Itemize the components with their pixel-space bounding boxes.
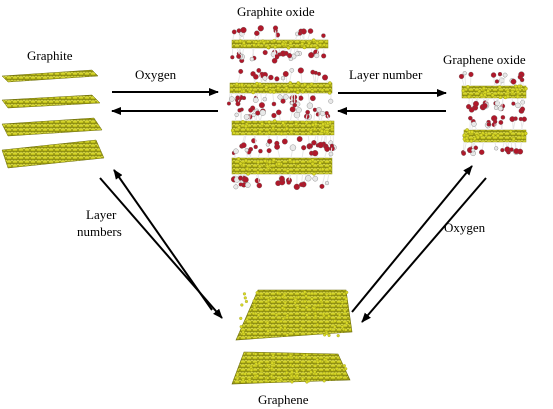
graphite-sheet bbox=[1, 94, 101, 109]
layer-numbers-label-line1: Layer bbox=[86, 207, 117, 222]
graphene-oxide-label: Graphene oxide bbox=[443, 52, 526, 67]
graphite-sheet bbox=[1, 139, 105, 169]
graphite-sheet bbox=[1, 69, 99, 83]
oxygen-label-right: Oxygen bbox=[444, 220, 486, 235]
oxygen-label-top: Oxygen bbox=[135, 67, 177, 82]
graphene-label: Graphene bbox=[258, 392, 309, 407]
graphene-structure bbox=[231, 289, 353, 385]
graphite-structure bbox=[1, 69, 105, 169]
arrow-graphene-to-graphene-oxide bbox=[351, 165, 473, 313]
oxide-layer bbox=[230, 25, 329, 64]
arrows bbox=[99, 88, 487, 323]
oxide-layer bbox=[461, 115, 528, 156]
oxide-layer bbox=[230, 143, 335, 190]
oxide-layer bbox=[226, 67, 334, 109]
graphite-label: Graphite bbox=[27, 48, 73, 63]
graphene-oxide-structure bbox=[458, 71, 528, 156]
graphite-oxide-label: Graphite oxide bbox=[237, 4, 315, 19]
graphite-sheet bbox=[1, 117, 103, 137]
graphene-sheet bbox=[235, 289, 353, 341]
layer-number-label: Layer number bbox=[349, 67, 423, 82]
layer-numbers-label-line2: numbers bbox=[77, 224, 122, 239]
graphite-oxide-structure bbox=[226, 25, 337, 190]
oxide-layer bbox=[458, 71, 528, 114]
arrow-graphene-oxide-to-graphene bbox=[361, 177, 487, 323]
oxide-layer bbox=[230, 105, 337, 151]
arrow-graphene-to-graphite bbox=[113, 169, 213, 311]
